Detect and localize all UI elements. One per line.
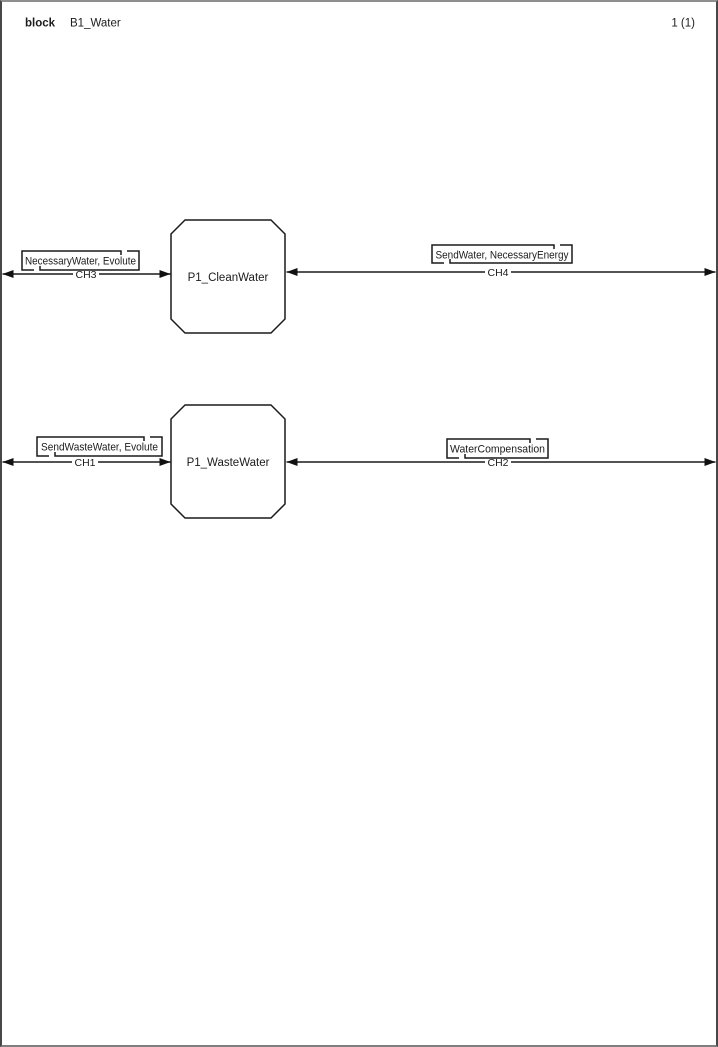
channel-ch1[interactable]: CH1 SendWasteWater, Evolute [2, 436, 171, 469]
signal-list-text: SendWater, NecessaryEnergy [436, 250, 569, 262]
process-block-name: P1_CleanWater [188, 272, 269, 284]
signal-list-text: NecessaryWater, Evolute [25, 256, 136, 268]
signal-list-right-bracket [54, 436, 163, 457]
signal-list-left-bracket [446, 438, 531, 459]
process-block-p1-wastewater[interactable]: P1_WasteWater [170, 404, 286, 519]
channel-ch2-label-bg [485, 456, 511, 468]
page-header: block B1_Water 1 (1) [25, 18, 695, 30]
channel-ch4-label-bg [485, 266, 511, 278]
channel-ch2[interactable]: CH2 WaterCompensation [286, 438, 716, 469]
signal-list-ch3[interactable]: NecessaryWater, Evolute [21, 250, 140, 271]
channel-ch3[interactable]: CH3 NecessaryWater, Evolute [2, 250, 171, 281]
channel-ch4-name: CH4 [487, 267, 508, 279]
signal-list-left-bracket [431, 244, 555, 264]
page-title: B1_Water [70, 18, 121, 30]
channel-ch3-label-bg [73, 268, 99, 280]
signal-list-right-bracket [449, 244, 573, 264]
signal-list-right-bracket [464, 438, 549, 459]
page-number: 1 (1) [671, 18, 695, 30]
channel-ch1-name: CH1 [74, 457, 95, 469]
signal-list-text: WaterCompensation [450, 444, 545, 456]
signal-list-left-bracket [21, 250, 122, 271]
signal-list-text: SendWasteWater, Evolute [41, 442, 158, 454]
signal-list-left-bracket [36, 436, 145, 457]
signal-list-ch4[interactable]: SendWater, NecessaryEnergy [431, 244, 573, 264]
process-block-shape[interactable] [170, 404, 286, 519]
channel-ch2-name: CH2 [487, 457, 508, 469]
channel-ch3-name: CH3 [75, 269, 96, 281]
signal-list-ch1[interactable]: SendWasteWater, Evolute [36, 436, 163, 457]
channel-ch1-label-bg [72, 456, 98, 468]
process-block-name: P1_WasteWater [187, 457, 270, 469]
diagram-kind-label: block [25, 18, 56, 30]
channel-ch4[interactable]: CH4 SendWater, NecessaryEnergy [286, 244, 716, 279]
signal-list-right-bracket [39, 250, 140, 271]
signal-list-ch2[interactable]: WaterCompensation [446, 438, 549, 459]
process-block-p1-cleanwater[interactable]: P1_CleanWater [170, 219, 286, 334]
process-block-shape[interactable] [170, 219, 286, 334]
